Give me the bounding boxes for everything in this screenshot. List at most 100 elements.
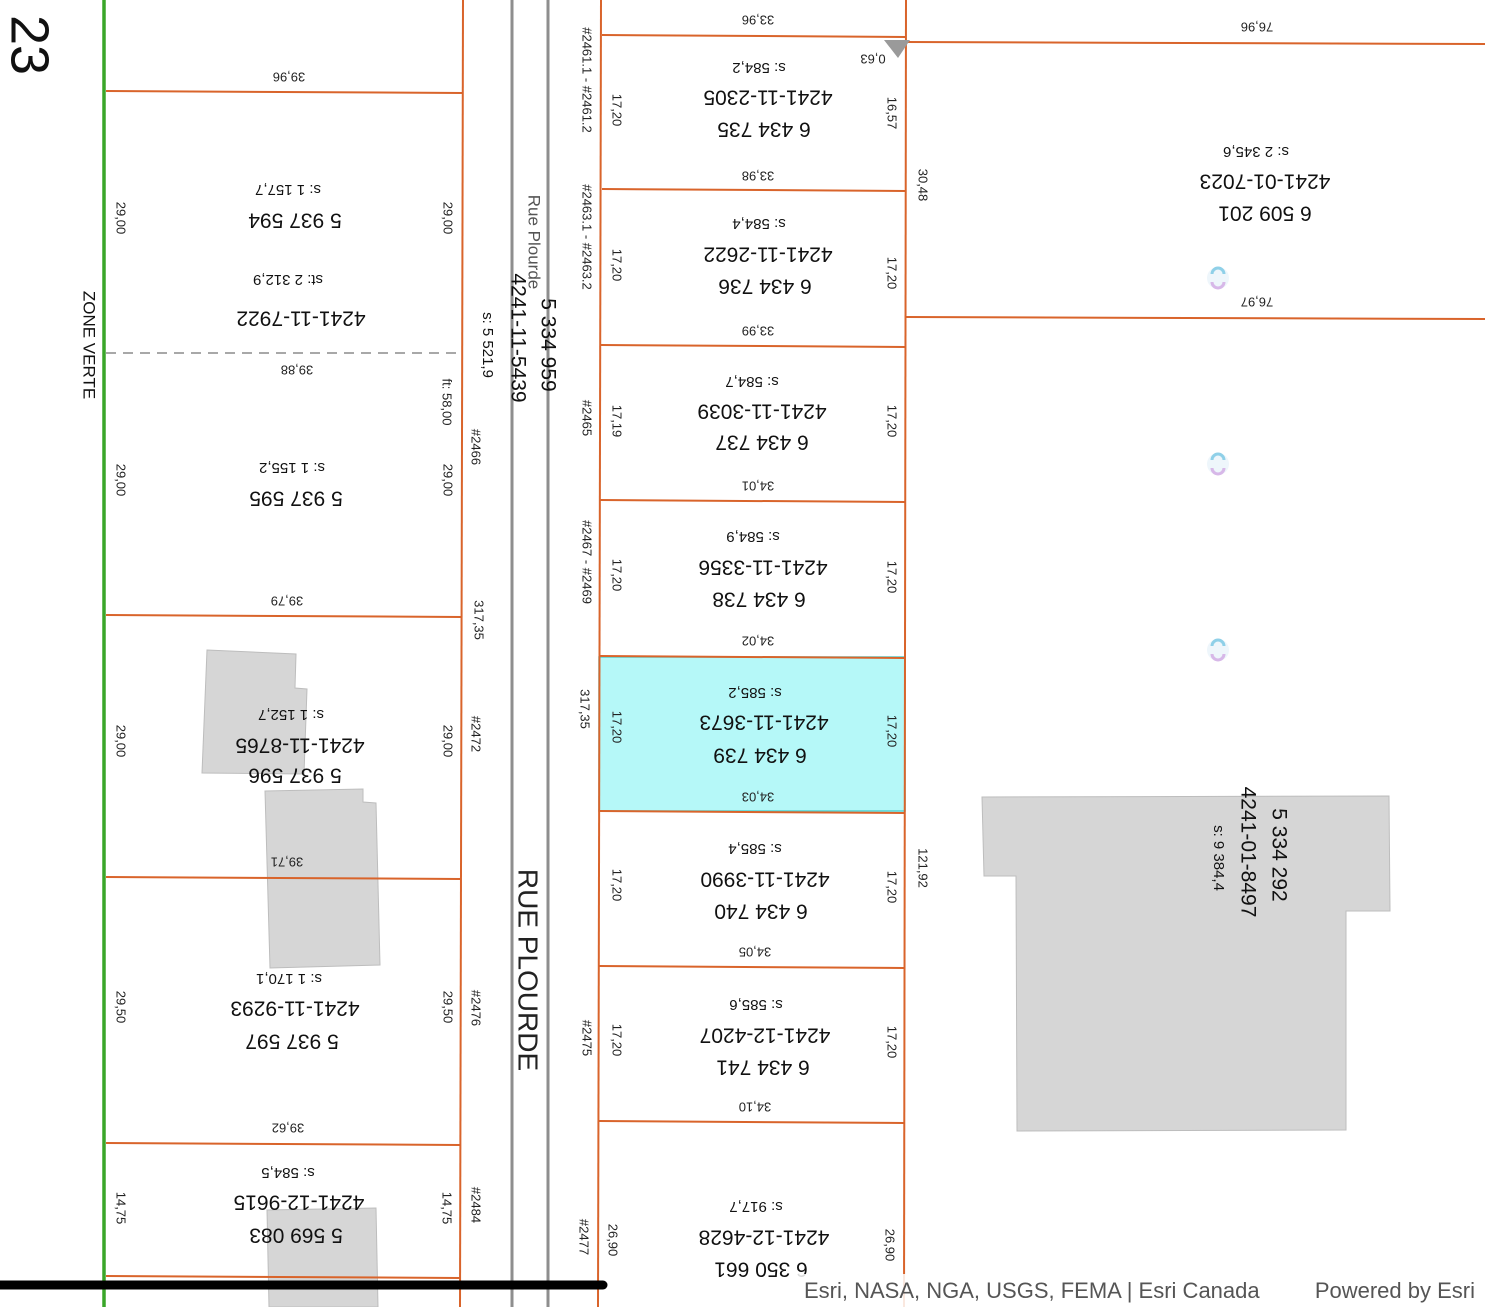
zone-label: ZONE VERTE [80,291,99,399]
lot-dim-top: 34,05 [739,945,772,960]
lot-total-area: st: 2 312,9 [253,271,323,288]
lot-dim-right: 17,20 [885,405,900,438]
lot-dim-top: 33,96 [742,13,775,28]
road-lot-area: s: 5 521,9 [479,312,496,378]
lot-address: #2477 [577,1219,592,1255]
lot-number: 6 434 735 [717,117,810,140]
lot-dim-right: 17,20 [885,561,900,594]
lot-boundaries [105,0,1485,1307]
lot-matricule: 4241-11-3673 [699,710,828,733]
lot-number: 6 434 740 [714,899,807,922]
lot-dim-side: 30,48 [916,169,931,202]
lot-dim-left: 29,50 [114,991,129,1024]
lot-address: #2475 [580,1020,595,1056]
lot-area: s: 584,5 [261,1164,314,1181]
lot-dim-top: 33,98 [742,169,775,184]
zone-number: 23 [0,15,60,75]
pin-marker-icon [1207,266,1229,290]
lot-dim-left: 17,20 [610,559,625,592]
lot-dim-side: 121,92 [916,848,931,888]
lot-dim-right: 29,50 [441,991,456,1024]
lot-area: s: 584,2 [732,59,785,76]
map-attribution: Esri, NASA, NGA, USGS, FEMA | Esri Canad… [792,1274,1485,1307]
lot-area: s: 1 155,2 [259,459,325,476]
lot-number: 5 937 594 [248,208,342,231]
lot-dim-left: 29,00 [114,202,129,235]
street-name-small: Rue Plourde [525,195,544,290]
east-lot[interactable]: 6 434 740 4241-11-3990 s: 585,4 17,20 17… [610,790,900,923]
lot-dim-top: 34,02 [742,634,775,649]
lot-matricule: 4241-11-7922 [236,306,365,329]
road-lot-number: 5 334 959 [536,298,559,391]
east-lot[interactable]: 6 434 737 4241-11-3039 s: 584,7 17,19 17… [580,324,900,454]
lot-dim-top: 39,96 [273,70,306,85]
lot-number: 6 434 741 [716,1055,809,1078]
lot-area: s: 585,4 [728,840,781,857]
corner-dimension: 0,63 [860,52,885,67]
lot-dim-left: 26,90 [606,1224,621,1257]
lot-dim-right: 17,20 [885,257,900,290]
attribution-sources[interactable]: Esri, NASA, NGA, USGS, FEMA | Esri Canad… [804,1277,1260,1303]
east-lot[interactable]: 6 434 741 4241-12-4207 s: 585,6 17,20 17… [580,945,900,1079]
lot-dim-left: 17,20 [610,249,625,282]
lot-number: 6 434 736 [718,274,811,297]
lot-dim-left: 29,00 [114,725,129,758]
lot-dim-left: 14,75 [114,1192,129,1225]
lot-dim-left: 17,19 [610,405,625,438]
lot-dim-top: 34,03 [742,790,775,805]
corner-marker-icon [884,40,910,58]
lot-area: s: 1 170,1 [256,970,322,987]
east-lot[interactable]: 6 434 738 4241-11-3356 s: 584,9 17,20 17… [580,479,900,611]
powered-by-esri[interactable]: Powered by Esri [1314,1277,1475,1303]
lot-dim-left: 17,20 [610,711,625,744]
west-lot[interactable]: 5 937 596 4241-11-8765 s: 1 152,7 29,00 … [114,594,484,787]
lot-number: 5 937 597 [245,1029,338,1052]
lot-dim-right: 29,00 [441,202,456,235]
lot-number: 6 434 738 [712,587,805,610]
lot-matricule: 4241-11-3990 [700,867,829,890]
lot-dim-top: 39,62 [272,1121,305,1136]
lot-matricule: 4241-11-2305 [703,85,832,108]
lot-number: 5 937 596 [248,763,341,786]
west-lot[interactable]: 5 937 597 4241-11-9293 s: 1 170,1 29,50 … [114,855,484,1053]
lot-matricule: 4241-12-9615 [234,1190,365,1213]
lot-dim-bottom: 76,97 [1241,295,1274,310]
lot-dim-right: 17,20 [885,871,900,904]
lot-area: s: 1 157,7 [255,181,321,198]
lot-matricule: 4241-12-4207 [700,1023,831,1046]
west-lot[interactable]: 5 937 594 s: 1 157,7 4241-11-7922 st: 2 … [114,70,456,330]
west-lot[interactable]: 5 937 595 s: 1 155,2 29,00 29,00 39,88 #… [114,363,484,510]
lot-dim-right: 16,57 [885,97,900,130]
lot-dim-right: 17,20 [885,715,900,748]
lot-matricule: 4241-01-7023 [1200,169,1331,192]
lot-address: #2472 [469,716,484,752]
lot-number: 6 434 739 [713,743,806,766]
lot-dim-left: 17,20 [610,94,625,127]
lot-area: s: 585,2 [728,684,781,701]
lot-number: 5 334 292 [1267,808,1290,901]
lot-area: s: 9 384,4 [1210,825,1227,891]
far-east-lot[interactable]: 6 509 201 4241-01-7023 s: 2 345,6 76,96 … [916,20,1331,310]
east-lot-selected[interactable]: 6 434 739 4241-11-3673 s: 585,2 17,20 17… [610,634,900,767]
building-footprint [201,649,308,775]
lot-dim-left: 29,00 [114,464,129,497]
lot-number: 6 350 661 [714,1257,807,1280]
pin-marker-icon [1207,452,1229,476]
east-lot[interactable]: 6 434 736 4241-11-2622 s: 584,4 17,20 17… [580,169,900,298]
road-frontage: ft: 58,00 [440,379,455,426]
west-lot[interactable]: 5 569 083 4241-12-9615 s: 584,5 14,75 14… [114,1121,484,1247]
map-markers [1207,266,1229,662]
lot-number: 6 509 201 [1218,201,1311,224]
building-footprint [981,795,1391,1132]
lot-matricule: 4241-11-9293 [230,996,359,1019]
east-lot[interactable]: 6 350 661 4241-12-4628 s: 917,7 26,90 26… [577,1100,898,1281]
road-length-right: 317,35 [578,689,593,729]
lot-dim-right: 14,75 [440,1192,455,1225]
lot-address: #2465 [580,400,595,436]
far-east-lot[interactable]: 5 334 292 4241-01-8497 s: 9 384,4 121,92 [916,787,1291,918]
building-footprints [201,649,1391,1307]
lot-address: #2466 [469,429,484,465]
lot-dim-left: 17,20 [610,1024,625,1057]
east-lot[interactable]: 6 434 735 4241-11-2305 s: 584,2 17,20 16… [580,13,900,141]
